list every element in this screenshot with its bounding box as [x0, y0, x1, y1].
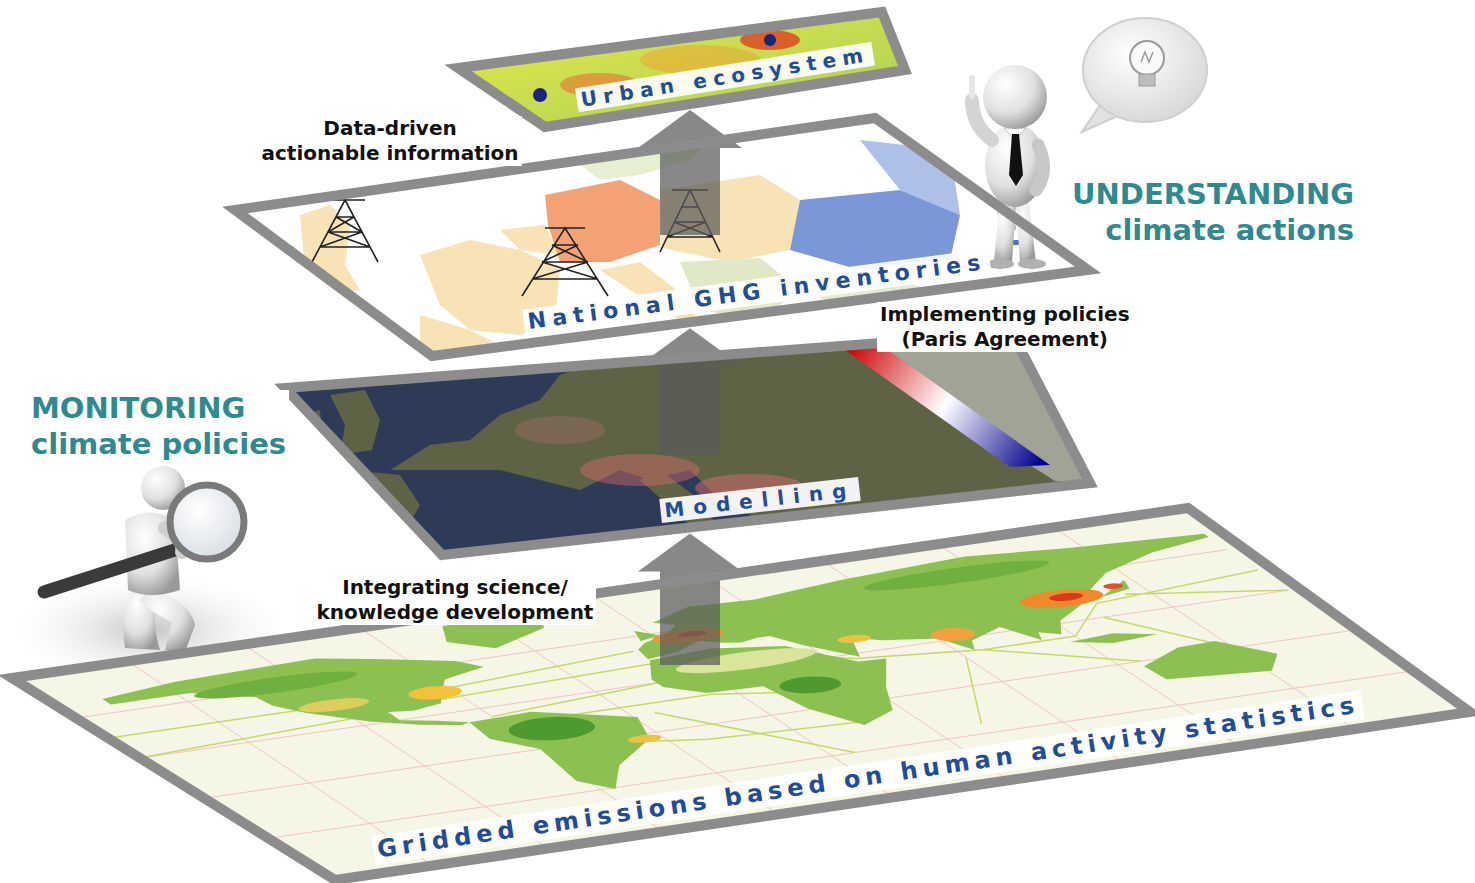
- gridded-map-part-part: [12, 509, 1470, 881]
- arrow-label: Implementing policies (Paris Agreement): [877, 302, 1133, 352]
- gridded-map-part-part: [833, 633, 875, 644]
- flow-arrow: [638, 110, 742, 235]
- urban-heatmap: [458, 12, 905, 127]
- gridded-map-part-part: [12, 509, 1470, 881]
- gridded-map-part-part: [292, 695, 376, 715]
- urban-heatmap-part: [764, 34, 776, 46]
- gridded-map-part-part: [924, 626, 983, 643]
- thinker-figure-part: [983, 65, 1047, 129]
- thinker-figure-part: [969, 78, 975, 96]
- gridded-map-part-part: [1010, 585, 1113, 611]
- inspector-figure-part: [140, 590, 195, 652]
- gridded-map-part: [12, 509, 1470, 881]
- urban-heatmap-part: [458, 12, 905, 127]
- section-heading: MONITORING climate policies: [28, 390, 289, 463]
- label-line: climate policies: [31, 426, 286, 462]
- gridded-map-part-part-part: [1067, 628, 1160, 648]
- plane-border: [12, 508, 1470, 880]
- label-line: Data-driven: [262, 116, 519, 141]
- gridded-map-part-part-part: [1126, 636, 1297, 686]
- inspector-figure: [44, 466, 244, 652]
- label-line: actionable information: [262, 141, 519, 166]
- plane-border: [285, 333, 1090, 555]
- label-line: MONITORING: [31, 390, 286, 426]
- idea-bubble-part: [1083, 18, 1207, 122]
- tower-icons: [312, 190, 720, 296]
- gridded-map-part-part-part: [579, 524, 1305, 691]
- gridded-map-part-part: [771, 673, 851, 696]
- arrow-label: Data-driven actionable information: [259, 116, 522, 166]
- map-legend-bars-part: [955, 155, 969, 158]
- arrow-label: Integrating science/ knowledge developme…: [314, 575, 597, 625]
- plane-node: Gridded emissions based on human activit…: [4, 500, 1475, 883]
- inspector-figure-part: [44, 548, 181, 592]
- modelling-map-part: [515, 416, 605, 444]
- gridded-map-part-part: [185, 667, 366, 704]
- gridded-map: [12, 508, 1470, 881]
- idea-bubble-part: [1139, 74, 1155, 86]
- gridded-map-part-part-part: [464, 700, 722, 795]
- gridded-map-part-part: [854, 555, 1058, 595]
- label-line: Integrating science/: [317, 575, 594, 600]
- plane-node: Modelling: [277, 325, 1098, 563]
- plane-outline: [4, 500, 1475, 883]
- idea-bubble-part: [1130, 41, 1164, 75]
- thinker-figure-part: [1018, 259, 1046, 269]
- gridded-map-part-part: [496, 713, 607, 745]
- label-line: Implementing policies: [880, 302, 1130, 327]
- flow-arrow: [638, 533, 742, 665]
- modelling-map-part: [838, 343, 1050, 467]
- gridded-map-part-part: [401, 683, 469, 702]
- idea-bubble-part: [1141, 52, 1153, 62]
- gridded-map-part-part: [1045, 591, 1087, 602]
- label-line: climate actions: [1072, 212, 1354, 248]
- plane-title: Gridded emissions based on human activit…: [371, 689, 1365, 864]
- gridded-map-part-part: [624, 733, 666, 744]
- gridded-map-part-part: [1100, 582, 1126, 590]
- section-heading: UNDERSTANDING climate actions: [1069, 176, 1357, 249]
- plane-border: [458, 12, 905, 127]
- inspector-figure-part: [170, 485, 244, 559]
- thinker-figure-part: [1009, 134, 1023, 186]
- tower-icons-part: [522, 228, 608, 296]
- urban-heatmap-part: [533, 88, 547, 102]
- label-line: (Paris Agreement): [880, 327, 1130, 352]
- tower-icons-part: [312, 200, 378, 262]
- label-line: UNDERSTANDING: [1072, 176, 1354, 212]
- map-legend-bars-part: [958, 170, 972, 173]
- gridded-map-part: [12, 508, 1470, 880]
- flow-arrow: [638, 328, 742, 455]
- thinker-figure-part: [1036, 145, 1044, 190]
- modelling-map-part: [580, 454, 700, 486]
- idea-bubble: [1082, 18, 1207, 132]
- plane-outline: [277, 325, 1098, 563]
- label-line: knowledge development: [317, 600, 594, 625]
